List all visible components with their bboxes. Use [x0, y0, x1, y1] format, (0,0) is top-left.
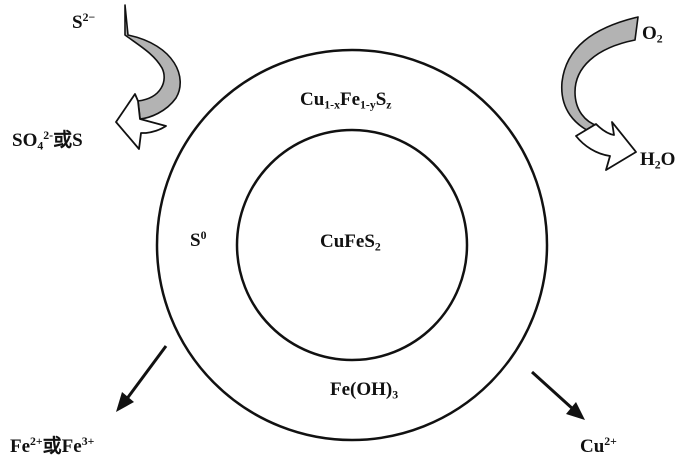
core-label: CuFeS2 [320, 231, 381, 254]
oxygen-input-label: O2 [642, 23, 663, 46]
iron-release-arrow [116, 345, 168, 412]
water-product-label: H2O [640, 149, 676, 172]
copper-release-arrow [530, 370, 585, 420]
copper-product-label: Cu2+ [580, 435, 617, 458]
outer-layer-label: Cu1-xFe1-ySz [300, 89, 392, 112]
oxygen-curved-arrow [560, 16, 639, 171]
sulfide-input-label: S2− [72, 11, 96, 34]
sulfur-layer-label: S0 [190, 229, 207, 252]
iron-product-label: Fe2+或Fe3+ [10, 435, 95, 458]
inner-core-circle [235, 128, 469, 362]
sulfur-product-label: SO42-或S [12, 129, 83, 153]
outer-particle-circle [155, 48, 549, 442]
sulfide-curved-arrow [115, 4, 181, 150]
hydroxide-layer-label: Fe(OH)3 [330, 379, 399, 402]
